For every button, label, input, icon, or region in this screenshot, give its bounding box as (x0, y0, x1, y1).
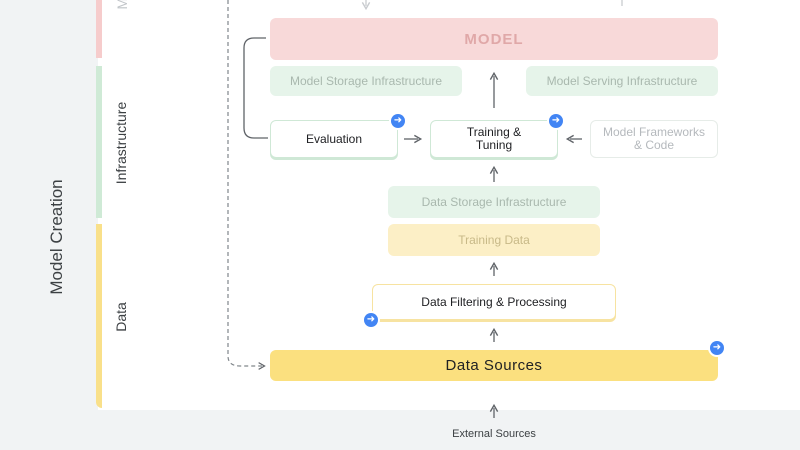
arrow-right-badge-icon[interactable]: ➜ (549, 114, 563, 128)
data-band (96, 224, 102, 408)
training-tuning-label: Training & Tuning (466, 125, 522, 152)
arrow-right-badge-icon[interactable]: ➜ (364, 313, 378, 327)
model-band (96, 0, 102, 58)
model-serving-box: Model Serving Infrastructure (526, 66, 718, 96)
model-box: MODEL (270, 18, 718, 60)
data-filtering-box[interactable]: Data Filtering & Processing (372, 284, 616, 320)
model-label: MODEL (464, 30, 524, 48)
arrow-right-badge-icon[interactable]: ➜ (391, 114, 405, 128)
training-data-box: Training Data (388, 224, 600, 256)
infrastructure-band (96, 66, 102, 218)
external-sources-label: External Sources (452, 428, 536, 440)
data-sources-label: Data Sources (445, 357, 543, 374)
training-data-label: Training Data (458, 233, 530, 247)
evaluation-to-model-bracket (243, 37, 268, 139)
dashed-feedback-line (227, 0, 266, 370)
evaluation-label: Evaluation (305, 132, 363, 146)
model-frameworks-label: Model Frameworks & Code (602, 125, 706, 152)
data-sources-box[interactable]: Data Sources (270, 350, 718, 381)
training-tuning-box[interactable]: Training & Tuning (430, 120, 558, 158)
evaluation-box[interactable]: Evaluation (270, 120, 398, 158)
data-filtering-label: Data Filtering & Processing (421, 295, 567, 309)
arrow-right-badge-icon[interactable]: ➜ (710, 341, 724, 355)
model-serving-label: Model Serving Infrastructure (546, 74, 698, 88)
model-storage-label: Model Storage Infrastructure (289, 74, 443, 88)
data-storage-label: Data Storage Infrastructure (421, 195, 567, 209)
model-frameworks-box: Model Frameworks & Code (590, 120, 718, 158)
data-storage-box: Data Storage Infrastructure (388, 186, 600, 218)
model-storage-box: Model Storage Infrastructure (270, 66, 462, 96)
